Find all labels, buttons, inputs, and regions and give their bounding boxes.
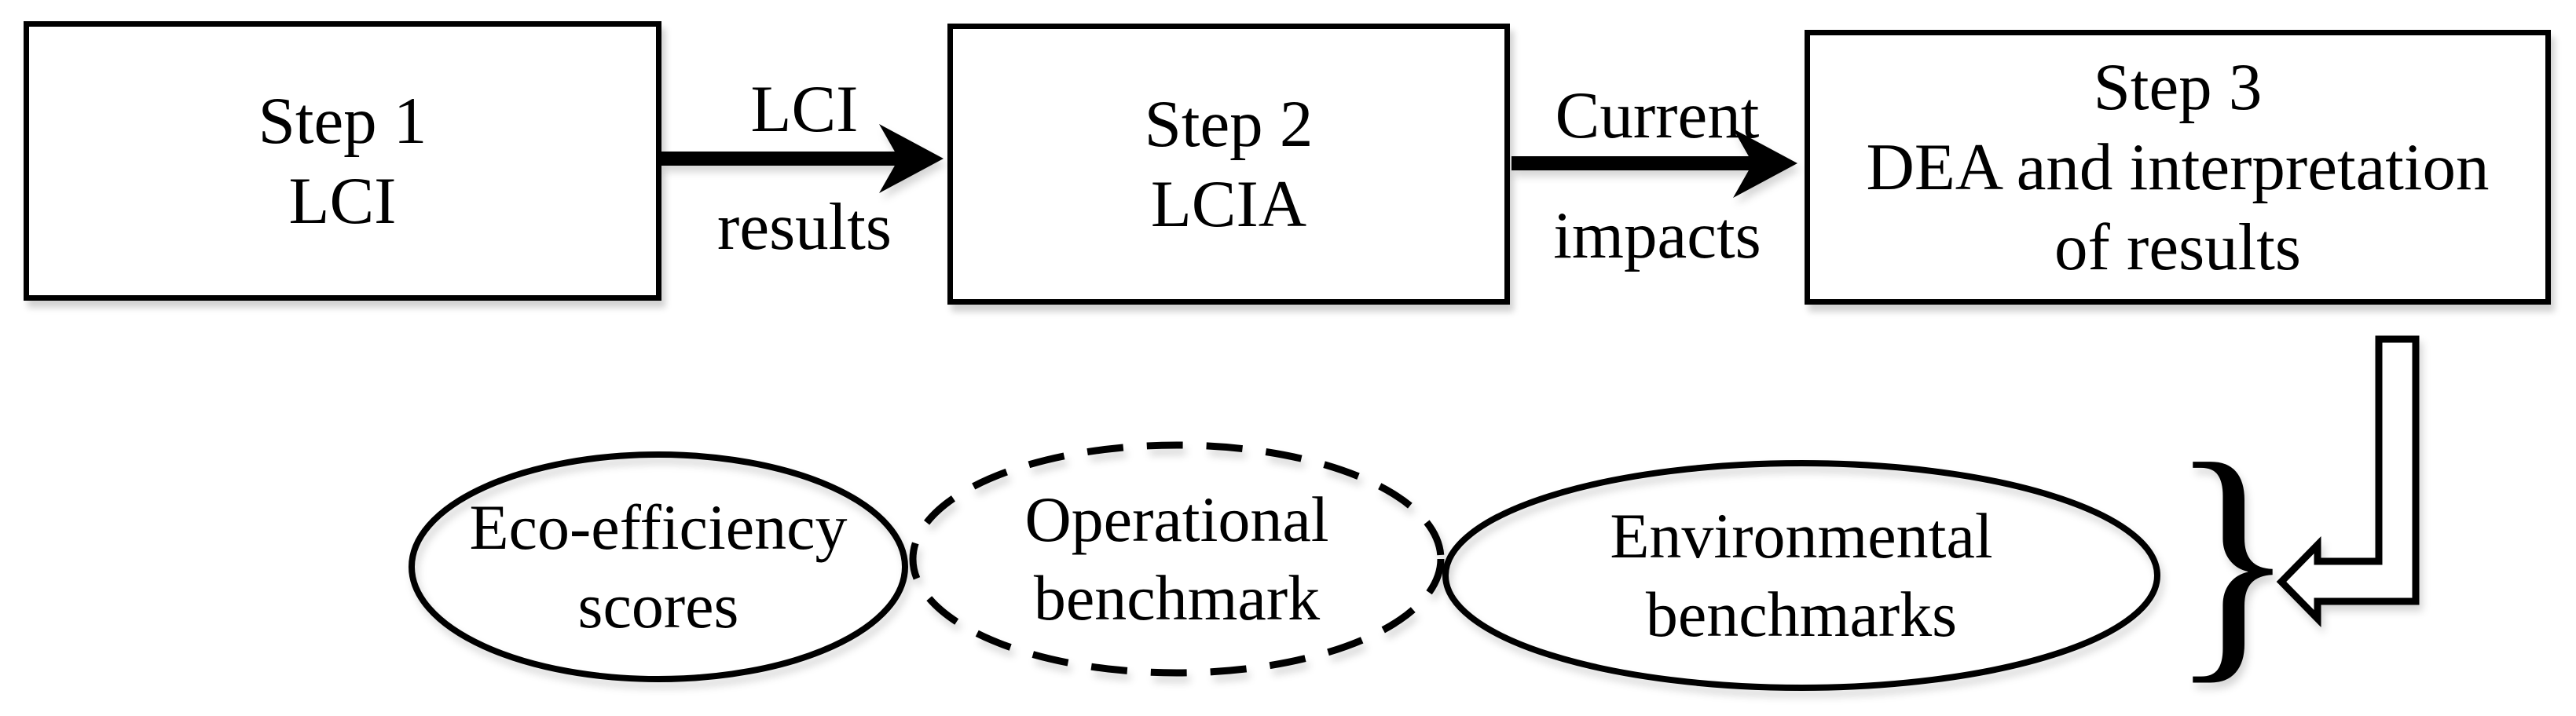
environmental-benchmarks-label-line1: Environmental <box>1610 499 1993 572</box>
operational-benchmark-label-line1: Operational <box>1024 483 1329 555</box>
arrow2-label-top: Current <box>1555 79 1760 152</box>
current-impacts-arrow-shaft <box>1512 156 1756 170</box>
step2-box: Step 2 LCIA <box>947 24 1510 305</box>
operational-benchmark-label: Operational benchmark <box>913 445 1441 673</box>
eco-efficiency-label-line2: scores <box>577 570 739 641</box>
eco-efficiency-ellipse-outline <box>409 451 908 682</box>
step1-subtitle: LCI <box>288 164 397 238</box>
current-impacts-arrow-head <box>1733 129 1797 198</box>
environmental-benchmarks-label: Environmental benchmarks <box>1446 463 2157 688</box>
step3-title: Step 3 <box>2093 50 2263 124</box>
step3-box: Step 3 DEA and interpretation of results <box>1805 30 2551 305</box>
step2-title: Step 2 <box>1144 87 1314 161</box>
eco-efficiency-label: Eco-efficiency scores <box>412 455 905 679</box>
step3-subtitle-line1: DEA and interpretation <box>1866 130 2490 204</box>
feedback-elbow-arrow <box>2276 335 2420 628</box>
lci-results-arrow-shaft <box>661 152 903 166</box>
environmental-benchmarks-ellipse-outline <box>1442 460 2160 691</box>
eco-efficiency-label-line1: Eco-efficiency <box>469 491 848 563</box>
grouping-brace-glyph: } <box>2168 409 2296 705</box>
step2-subtitle: LCIA <box>1150 167 1307 241</box>
operational-benchmark-label-line2: benchmark <box>1033 562 1321 634</box>
environmental-benchmarks-label-line2: benchmarks <box>1645 579 1958 650</box>
arrow1-label-bottom: results <box>717 190 892 264</box>
operational-benchmark-ellipse-outline <box>909 441 1445 677</box>
arrow1-label-top: LCI <box>750 72 859 146</box>
step3-subtitle-line2: of results <box>2054 210 2301 284</box>
step1-title: Step 1 <box>258 84 427 158</box>
lci-results-arrow-head <box>879 124 944 193</box>
step1-box: Step 1 LCI <box>24 21 661 301</box>
arrow2-label-bottom: impacts <box>1553 199 1761 272</box>
